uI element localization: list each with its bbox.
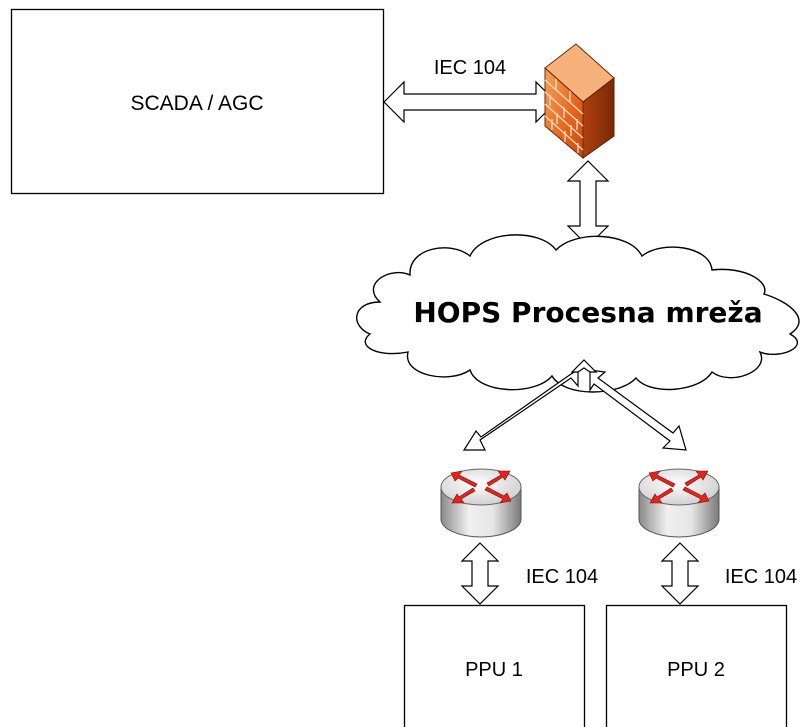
router2-ppu2-link-arrow <box>660 542 700 605</box>
router-icon <box>440 468 522 538</box>
ppu1-label: PPU 1 <box>465 659 523 681</box>
ppu1-box: PPU 1 <box>403 604 586 727</box>
network-label: HOPS Procesna mreža <box>413 296 762 329</box>
network-router1-link-arrow <box>462 368 579 451</box>
network-link-junction <box>570 359 598 373</box>
scada-agc-label: SCADA / AGC <box>130 92 263 115</box>
firewall-network-link-arrow <box>566 160 610 247</box>
router1-ppu1-link-arrow <box>460 542 500 605</box>
firewall-icon <box>544 43 615 160</box>
scada-firewall-protocol-label: IEC 104 <box>434 57 506 79</box>
ppu2-label: PPU 2 <box>667 659 725 681</box>
scada-firewall-link-arrow <box>383 80 557 124</box>
router-icon <box>638 468 720 538</box>
ppu2-box: PPU 2 <box>605 604 788 727</box>
network-cloud: HOPS Procesna mreža <box>356 234 800 393</box>
scada-agc-box: SCADA / AGC <box>10 8 385 195</box>
router1-ppu1-protocol-label: IEC 104 <box>526 566 598 588</box>
network-router2-link-arrow <box>589 369 687 451</box>
router2-ppu2-protocol-label: IEC 104 <box>725 566 797 588</box>
